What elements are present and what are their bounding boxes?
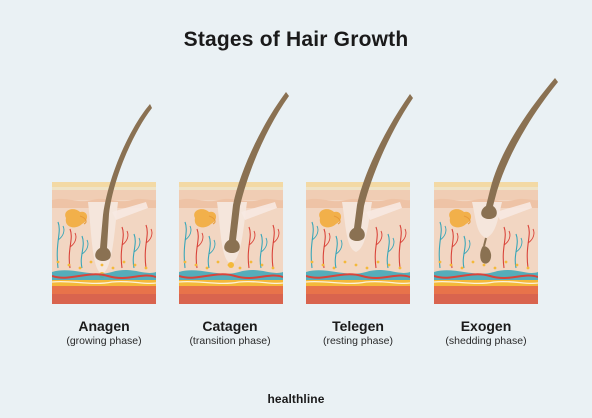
stage-name-anagen: Anagen bbox=[78, 318, 130, 334]
skin-panel-telegen bbox=[306, 182, 410, 304]
stage-name-catagen: Catagen bbox=[202, 318, 258, 334]
stage-description-telegen: (resting phase) bbox=[322, 335, 394, 347]
skin-cross-section bbox=[179, 182, 283, 304]
stage-name-telegen: Telegen bbox=[332, 318, 384, 334]
skin-cross-section bbox=[434, 182, 538, 304]
stage-description-anagen: (growing phase) bbox=[66, 335, 142, 347]
skin-cross-section bbox=[306, 182, 410, 304]
diagram-title: Stages of Hair Growth bbox=[183, 28, 409, 51]
skin-panel-anagen bbox=[52, 182, 156, 304]
brand-logo: healthline bbox=[267, 392, 325, 406]
skin-panel-exogen bbox=[434, 182, 538, 304]
stage-name-exogen: Exogen bbox=[460, 318, 512, 334]
skin-cross-section bbox=[52, 182, 156, 304]
stage-description-exogen: (shedding phase) bbox=[445, 335, 527, 347]
skin-panel-catagen bbox=[179, 182, 283, 304]
stage-description-catagen: (transition phase) bbox=[189, 335, 271, 347]
